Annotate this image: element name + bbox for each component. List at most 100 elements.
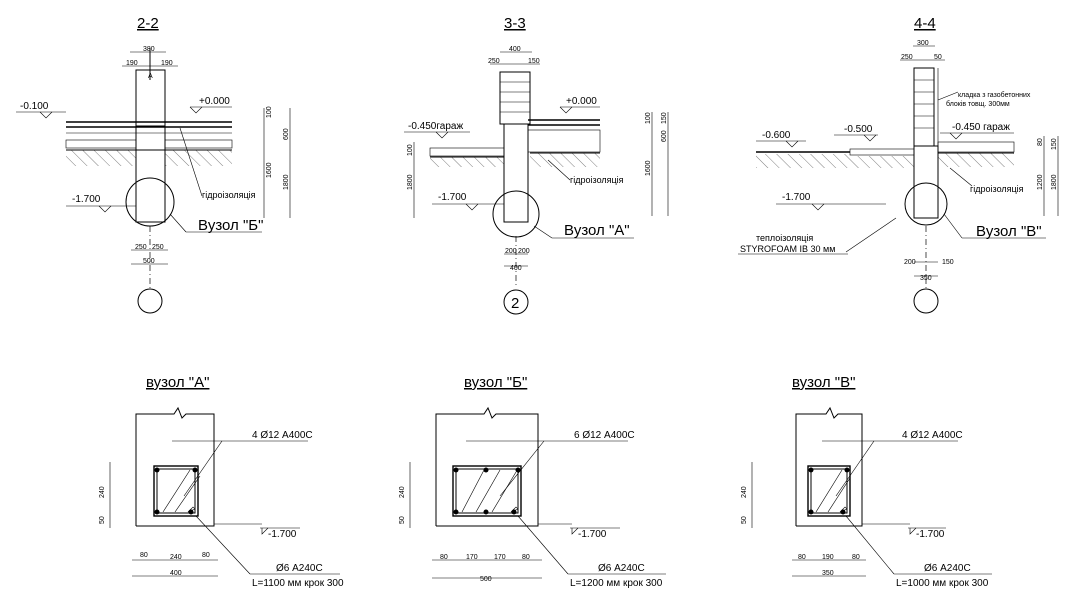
waterproofing-label: гідроізоляція bbox=[570, 175, 624, 185]
node-detail-v: вузол "В" 4 Ø12 А400С -1.700 Ø6 А240С L=… bbox=[741, 374, 992, 589]
svg-text:A: A bbox=[148, 73, 153, 80]
dim-bottom-right: 150 bbox=[942, 259, 954, 266]
stirrup-length: L=1100 мм крок 300 bbox=[252, 578, 344, 589]
stirrup-length: L=1200 мм крок 300 bbox=[570, 578, 663, 589]
side-dim-right-1600: 1600 bbox=[645, 160, 652, 176]
dim-3: 80 bbox=[852, 554, 860, 561]
axis-marker bbox=[503, 289, 529, 315]
dim-top-left: 190 bbox=[126, 60, 138, 67]
side-dim-1800: 1800 bbox=[1051, 174, 1058, 190]
dim-3: 170 bbox=[494, 554, 506, 561]
level-left: -0.100 bbox=[20, 101, 49, 112]
side-dim-1800: 1800 bbox=[283, 174, 290, 190]
dim-bottom-total: 400 bbox=[510, 265, 522, 272]
node-title: вузол "В" bbox=[792, 374, 855, 391]
side-dim-1200: 1200 bbox=[1037, 174, 1044, 190]
node-ref: Вузол "А" bbox=[564, 222, 630, 239]
rebar-label: 6 Ø12 А400С bbox=[574, 430, 635, 441]
axis-marker bbox=[137, 288, 163, 314]
node-title: вузол "А" bbox=[146, 374, 209, 391]
dim-bottom-left: 250 bbox=[135, 244, 147, 251]
dim-bottom-left: 200 bbox=[505, 248, 517, 255]
level-bottom: -1.700 bbox=[72, 194, 101, 205]
vdim-50: 50 bbox=[99, 516, 106, 524]
dim-4: 80 bbox=[522, 554, 530, 561]
dim-top-total: 400 bbox=[509, 46, 521, 53]
dim-3: 80 bbox=[202, 552, 210, 559]
vdim-50: 50 bbox=[741, 516, 748, 524]
level-zero: +0.000 bbox=[566, 96, 597, 107]
stirrup-label: Ø6 А240С bbox=[598, 563, 645, 574]
side-dim-600: 600 bbox=[283, 128, 290, 140]
stirrup-label: Ø6 А240С bbox=[924, 563, 971, 574]
section-title: 2-2 bbox=[137, 15, 159, 32]
level-bottom: -1.700 bbox=[782, 192, 811, 203]
dim-top-right: 190 bbox=[161, 60, 173, 67]
node-ref: Вузол "В" bbox=[976, 223, 1042, 240]
dim-bottom-right: 200 bbox=[518, 248, 530, 255]
node-ref: Вузол "Б" bbox=[198, 217, 263, 234]
dim-2: 170 bbox=[466, 554, 478, 561]
rebar-label: 4 Ø12 А400С bbox=[902, 430, 963, 441]
insulation-1: теплоізоляція bbox=[756, 233, 813, 243]
dim-top-left: 250 bbox=[901, 54, 913, 61]
node-detail-a: вузол "А" 4 Ø12 А400С -1.700 Ø6 А240С L=… bbox=[99, 374, 344, 589]
side-dim-100: 100 bbox=[266, 106, 273, 118]
section-4-4: 4-4 300 250 50 кладка з газобетонних бло… bbox=[738, 15, 1059, 314]
dim-top-total: 300 bbox=[917, 40, 929, 47]
node-detail-b: вузол "Б" 6 Ø12 А400С -1.700 Ø6 А240С L=… bbox=[399, 374, 666, 589]
wall-note-1: кладка з газобетонних bbox=[958, 91, 1031, 99]
dim-total: 500 bbox=[480, 576, 492, 583]
axis-label: 2 bbox=[511, 295, 519, 312]
dim-1: 80 bbox=[798, 554, 806, 561]
level-garage: -0.450 гараж bbox=[952, 122, 1010, 133]
insulation-2: STYROFOAM IB 30 мм bbox=[740, 244, 835, 254]
axis-marker bbox=[913, 288, 939, 314]
vdim-240: 240 bbox=[399, 486, 406, 498]
level-left: -0.600 bbox=[762, 130, 791, 141]
level-mid: -0.500 bbox=[844, 124, 873, 135]
level-label: -1.700 bbox=[268, 529, 297, 540]
dim-total: 350 bbox=[822, 570, 834, 577]
dim-bottom-right: 250 bbox=[152, 244, 164, 251]
dim-2: 240 bbox=[170, 554, 182, 561]
side-dim-left-100: 100 bbox=[407, 144, 414, 156]
stirrup-length: L=1000 мм крок 300 bbox=[896, 578, 989, 589]
level-zero: +0.000 bbox=[199, 96, 230, 107]
section-2-2: 2-2 380 190 190 A -0.100 +0.000 -1.700 bbox=[16, 15, 291, 314]
section-title: 3-3 bbox=[504, 15, 526, 32]
dim-bottom-total: 500 bbox=[143, 258, 155, 265]
dim-total: 400 bbox=[170, 570, 182, 577]
dim-1: 80 bbox=[140, 552, 148, 559]
dim-top-right: 150 bbox=[528, 58, 540, 65]
side-dim-left-1800: 1800 bbox=[407, 174, 414, 190]
vdim-240: 240 bbox=[741, 486, 748, 498]
section-title: 4-4 bbox=[914, 15, 936, 32]
waterproofing-label: гідроізоляція bbox=[202, 190, 256, 200]
level-bottom: -1.700 bbox=[438, 192, 467, 203]
side-dim-right-150: 150 bbox=[661, 112, 668, 124]
dim-top-left: 250 bbox=[488, 58, 500, 65]
side-dim-right-600: 600 bbox=[661, 130, 668, 142]
side-dim-right-100: 100 bbox=[645, 112, 652, 124]
rebar-label: 4 Ø12 А400С bbox=[252, 430, 313, 441]
wall-note-2: блоків товщ. 300мм bbox=[946, 100, 1010, 108]
level-garage: -0.450гараж bbox=[408, 121, 463, 132]
level-label: -1.700 bbox=[578, 529, 607, 540]
waterproofing-label: гідроізоляція bbox=[970, 184, 1024, 194]
side-dim-150: 150 bbox=[1051, 138, 1058, 150]
side-dim-80: 80 bbox=[1037, 138, 1044, 146]
dim-bottom-left: 200 bbox=[904, 259, 916, 266]
vdim-50: 50 bbox=[399, 516, 406, 524]
section-3-3: 3-3 400 250 150 -0.450гараж +0.000 -1.70… bbox=[404, 15, 669, 315]
dim-top-right: 50 bbox=[934, 54, 942, 61]
dim-2: 190 bbox=[822, 554, 834, 561]
stirrup-label: Ø6 А240С bbox=[276, 563, 323, 574]
vdim-240: 240 bbox=[99, 486, 106, 498]
dim-1: 80 bbox=[440, 554, 448, 561]
side-dim-1600: 1600 bbox=[266, 162, 273, 178]
node-title: вузол "Б" bbox=[464, 374, 527, 391]
dim-top-total: 380 bbox=[143, 46, 155, 53]
level-label: -1.700 bbox=[916, 529, 945, 540]
